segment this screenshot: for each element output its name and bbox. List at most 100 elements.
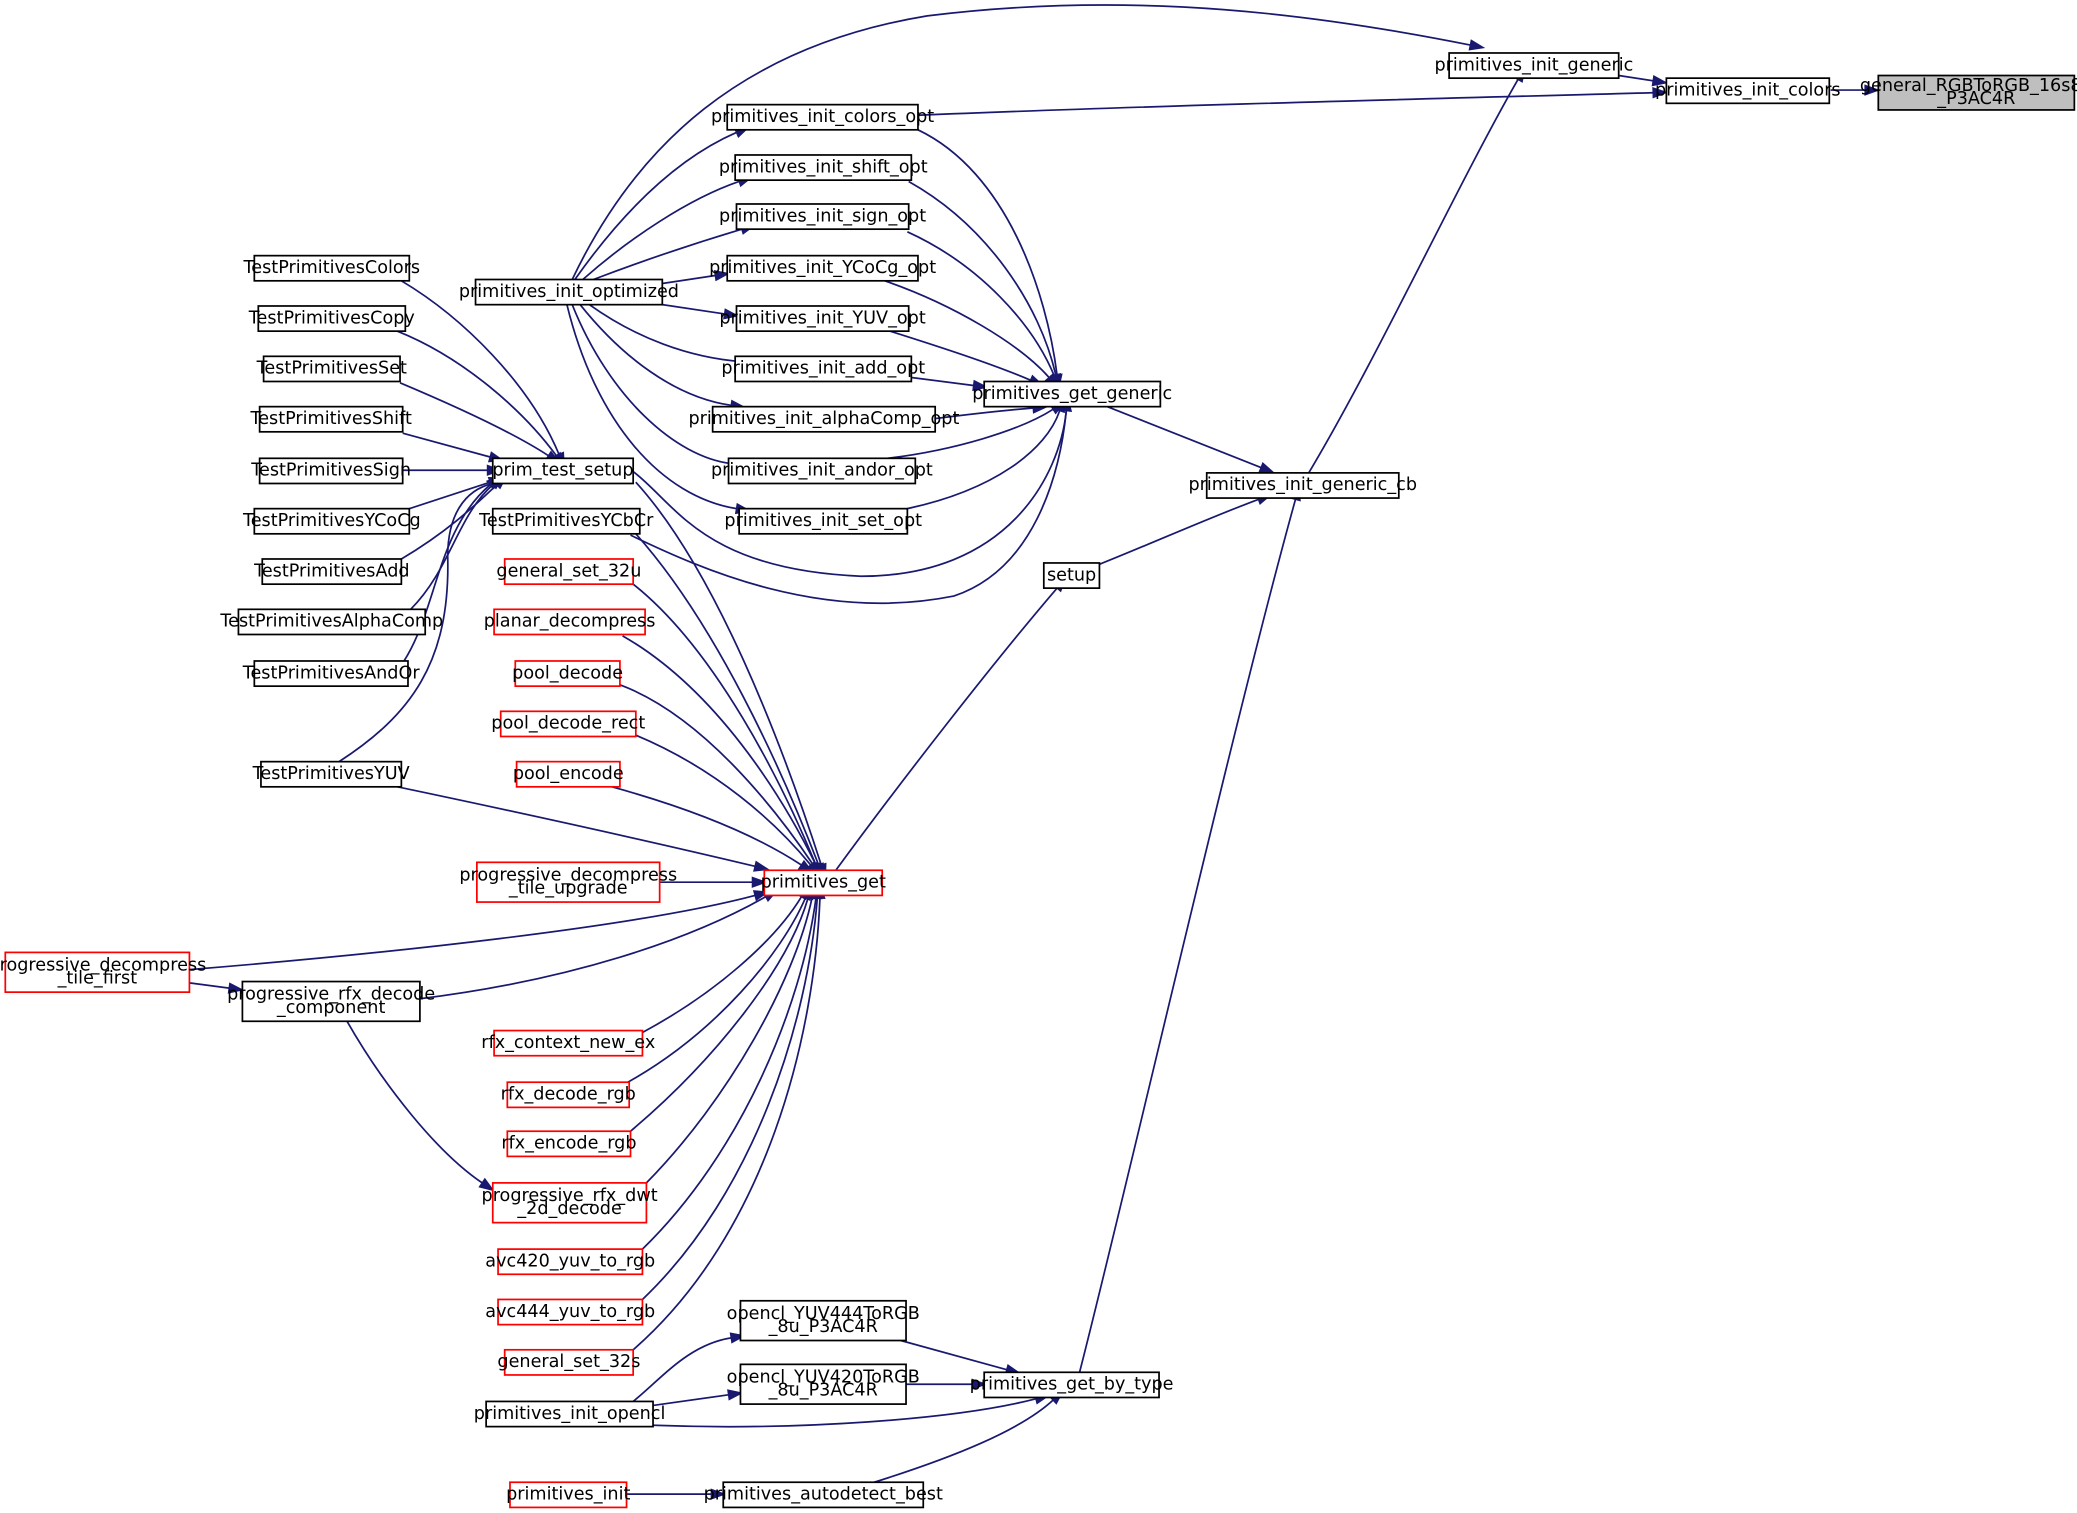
node-init_generic_cb[interactable]: primitives_init_generic_cb <box>1188 472 1417 499</box>
edge-line <box>571 304 732 465</box>
node-test_yuv[interactable]: TestPrimitivesYUV <box>252 760 410 788</box>
node-box <box>1448 52 1620 80</box>
node-test_ycocg[interactable]: TestPrimitivesYCoCg <box>242 507 421 535</box>
node-init_sign_opt[interactable]: primitives_init_sign_opt <box>719 203 926 231</box>
node-opencl_yuv444[interactable]: opencl_YUV444ToRGB_8u_P3AC4R <box>727 1299 920 1342</box>
node-init_set_opt[interactable]: primitives_init_set_opt <box>724 507 922 535</box>
node-root[interactable]: general_RGBToRGB_16s8u_P3AC4R <box>1860 74 2077 111</box>
node-init_yuv_opt[interactable]: primitives_init_YUV_opt <box>719 305 926 333</box>
node-label: primitives_init_generic <box>1434 55 1633 75</box>
node-init_ycocg_opt[interactable]: primitives_init_YCoCg_opt <box>709 254 936 282</box>
node-label: primitives_init_add_opt <box>721 359 925 379</box>
node-init_opencl[interactable]: primitives_init_opencl <box>474 1400 666 1428</box>
node-prog_tile_first[interactable]: progressive_decompress_tile_first <box>0 951 206 993</box>
edge-line <box>622 635 817 866</box>
node-init_alphacomp_opt[interactable]: primitives_init_alphaComp_opt <box>688 405 959 433</box>
arrowhead-icon <box>727 1389 744 1401</box>
edge-init_optimized-to-init_generic <box>571 4 1486 280</box>
node-test_set[interactable]: TestPrimitivesSet <box>256 355 407 383</box>
node-general_set_32u[interactable]: general_set_32u <box>496 558 641 586</box>
node-label: progressive_decompress <box>0 955 206 975</box>
node-label: TestPrimitivesAlphaComp <box>219 612 443 632</box>
node-init_colors_opt[interactable]: primitives_init_colors_opt <box>711 103 934 131</box>
node-box <box>983 380 1162 408</box>
node-test_colors[interactable]: TestPrimitivesColors <box>243 254 421 282</box>
node-box <box>499 710 637 738</box>
node-autodetect_best[interactable]: primitives_autodetect_best <box>704 1481 943 1509</box>
node-box <box>726 103 919 131</box>
edge-prog_tile_first-to-prog_rfx_decode_component <box>189 982 245 994</box>
node-avc444[interactable]: avc444_yuv_to_rgb <box>485 1298 655 1326</box>
node-prog_tile_upgrade[interactable]: progressive_decompress_tile_upgrade <box>459 861 677 903</box>
node-pool_decode_rect[interactable]: pool_decode_rect <box>491 710 645 738</box>
node-init_colors[interactable]: primitives_init_colors <box>1655 77 1841 105</box>
node-planar_decompress[interactable]: planar_decompress <box>484 608 656 636</box>
edge-line <box>571 4 1471 280</box>
node-rfx_encode_rgb[interactable]: rfx_encode_rgb <box>501 1130 637 1158</box>
edge-line <box>652 1393 729 1407</box>
node-primitives_get[interactable]: primitives_get <box>761 869 886 897</box>
node-pool_encode[interactable]: pool_encode <box>513 760 624 788</box>
node-test_sign[interactable]: TestPrimitivesSign <box>250 457 411 485</box>
node-box <box>1877 74 2076 111</box>
node-box <box>491 1182 648 1224</box>
node-init_add_opt[interactable]: primitives_init_add_opt <box>721 355 925 383</box>
edge-line <box>1099 498 1259 566</box>
node-init_optimized[interactable]: primitives_init_optimized <box>459 278 679 306</box>
node-box <box>491 457 635 485</box>
edge-line <box>619 684 815 866</box>
node-box <box>485 1400 654 1428</box>
node-label: _tile_first <box>57 969 138 989</box>
node-label: primitives_init_generic_cb <box>1188 475 1417 495</box>
node-get_by_type[interactable]: primitives_get_by_type <box>970 1371 1174 1399</box>
node-box <box>1665 77 1831 105</box>
node-box <box>1042 562 1101 589</box>
node-box <box>497 1298 644 1326</box>
node-test_shift[interactable]: TestPrimitivesShift <box>249 405 412 433</box>
arrowhead-icon <box>478 1177 495 1192</box>
node-box <box>506 1081 631 1109</box>
node-label: general_RGBToRGB_16s8u <box>1860 76 2077 96</box>
node-prog_rfx_dwt[interactable]: progressive_rfx_dwt_2d_decode <box>482 1182 658 1224</box>
node-test_alphacomp[interactable]: TestPrimitivesAlphaComp <box>219 608 443 636</box>
node-get_generic[interactable]: primitives_get_generic <box>972 380 1172 408</box>
arrowhead-icon <box>227 982 245 994</box>
node-box <box>983 1371 1160 1399</box>
node-init_generic[interactable]: primitives_init_generic <box>1434 52 1633 80</box>
node-rfx_decode_rgb[interactable]: rfx_decode_rgb <box>501 1081 636 1109</box>
node-layer: general_RGBToRGB_16s8u_P3AC4R primitives_… <box>0 52 2077 1509</box>
node-test_add[interactable]: TestPrimitivesAdd <box>253 558 410 586</box>
node-avc420[interactable]: avc420_yuv_to_rgb <box>485 1248 655 1276</box>
edge-line <box>662 303 725 315</box>
node-primitives_init[interactable]: primitives_init <box>506 1481 630 1509</box>
node-prim_test_setup[interactable]: prim_test_setup <box>491 457 635 485</box>
edge-line <box>632 410 1068 578</box>
node-label: pool_decode <box>512 663 623 683</box>
node-label: primitives_init_colors_opt <box>711 107 934 127</box>
node-init_shift_opt[interactable]: primitives_init_shift_opt <box>719 154 928 182</box>
edge-line <box>911 376 974 387</box>
node-label: pool_encode <box>513 764 624 784</box>
edge-line <box>645 897 813 1184</box>
edge-init_add_opt-to-get_generic <box>911 376 989 392</box>
edge-test_yuv-to-primitives_get <box>397 785 770 872</box>
edge-init_colors-to-root <box>1830 84 1881 96</box>
edge-line <box>629 897 809 1132</box>
node-box <box>509 1481 628 1509</box>
node-test_ycbcr[interactable]: TestPrimitivesYCbCr <box>478 507 654 535</box>
node-box <box>722 1481 925 1509</box>
edge-line <box>1618 74 1654 82</box>
edge-opencl_yuv420-to-get_by_type <box>906 1378 988 1390</box>
node-rfx_context_new_ex[interactable]: rfx_context_new_ex <box>481 1029 655 1057</box>
node-label: _component <box>276 998 386 1018</box>
arrowhead-icon <box>753 860 770 872</box>
node-test_copy[interactable]: TestPrimitivesCopy <box>248 305 415 333</box>
node-setup[interactable]: setup <box>1042 562 1101 589</box>
node-label: opencl_YUV444ToRGB <box>727 1304 920 1324</box>
node-general_set_32s[interactable]: general_set_32s <box>497 1348 640 1376</box>
node-test_andor[interactable]: TestPrimitivesAndOr <box>242 660 421 688</box>
node-init_andor_opt[interactable]: primitives_init_andor_opt <box>711 457 933 485</box>
node-prog_rfx_decode_component[interactable]: progressive_rfx_decode_component <box>227 980 435 1023</box>
node-pool_decode[interactable]: pool_decode <box>512 660 623 688</box>
node-opencl_yuv420[interactable]: opencl_YUV420ToRGB_8u_P3AC4R <box>727 1363 920 1405</box>
